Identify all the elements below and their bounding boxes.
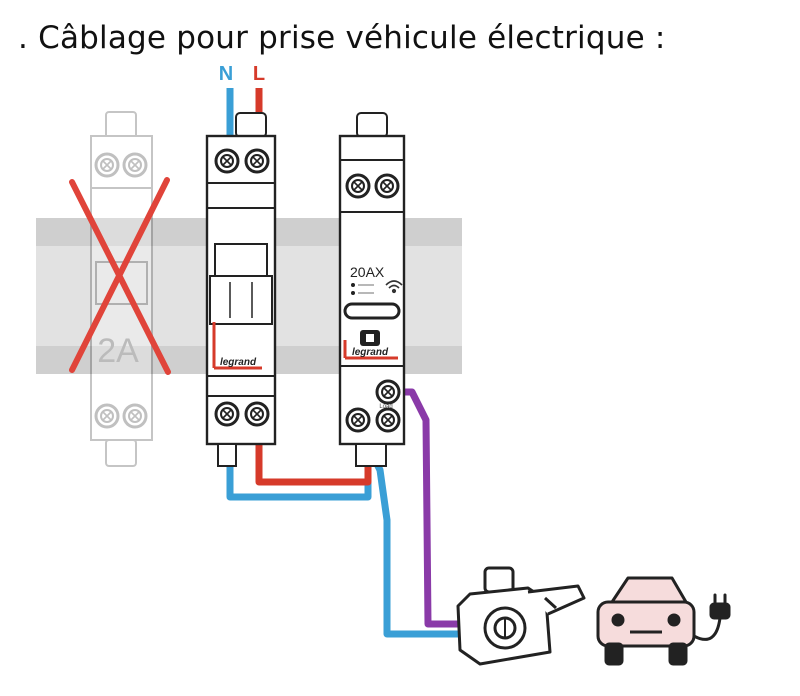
wifi-icon <box>385 280 403 294</box>
socket-icon <box>456 566 586 666</box>
contactor-brand: legrand <box>352 347 389 358</box>
load-wire <box>398 388 462 628</box>
breaker-brand: legrand <box>220 357 257 368</box>
breaker-module <box>205 112 277 467</box>
plug-icon <box>692 593 731 641</box>
neutral-label: N <box>219 63 233 85</box>
live-label: L <box>253 63 265 85</box>
cross-icon <box>69 177 171 375</box>
removed-module-rating: 2A <box>97 332 139 370</box>
page-title: . Câblage pour prise véhicule électrique… <box>18 20 666 56</box>
contactor-rating: 20AX <box>350 264 385 280</box>
removed-breaker-2a <box>90 111 153 467</box>
contactor-load-label: Load <box>379 404 392 410</box>
car-icon <box>596 576 696 666</box>
